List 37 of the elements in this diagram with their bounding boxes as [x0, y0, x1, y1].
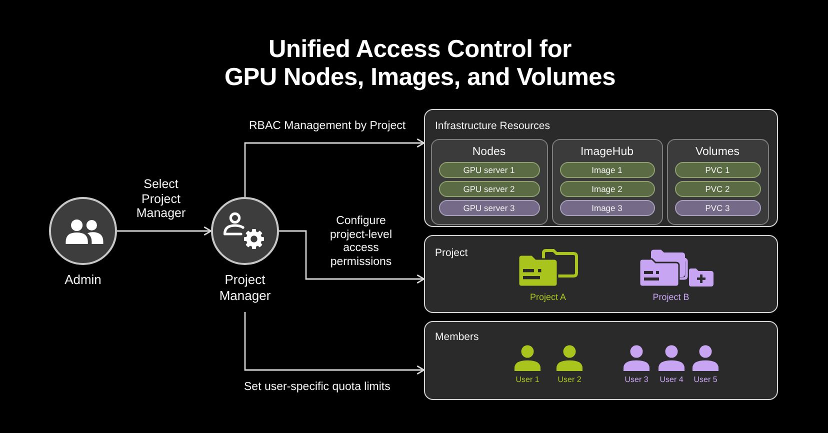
- panel-heading: Infrastructure Resources: [435, 120, 550, 132]
- resource-item: PVC 1: [674, 162, 760, 178]
- user-label: User 1: [514, 375, 540, 385]
- group-panel: [424, 321, 778, 400]
- arrow: [279, 230, 425, 284]
- resource-item: GPU server 3: [438, 200, 540, 216]
- resource-item: PVC 3: [674, 200, 760, 216]
- diagram-title: Unified Access Control for GPU Nodes, Images, and Volumes: [223, 36, 617, 92]
- group-panel: [424, 109, 778, 227]
- panel-heading: Project: [435, 246, 468, 258]
- resource-item: GPU server 2: [438, 180, 540, 196]
- user-label: User 2: [556, 375, 582, 385]
- edge-label: Set user-specific quota limits: [244, 380, 390, 394]
- category-panel: [430, 138, 548, 224]
- arrow: [117, 226, 212, 236]
- arrow: [244, 312, 425, 375]
- resource-item: PVC 2: [674, 180, 760, 196]
- node-label: Project Manager: [218, 272, 272, 304]
- panel-heading: Members: [435, 330, 479, 342]
- category-heading: Nodes: [471, 144, 507, 158]
- user-label: User 5: [692, 375, 718, 385]
- category-panel: [552, 138, 662, 224]
- arrow: [244, 138, 425, 197]
- category-panel: [666, 138, 768, 224]
- group-panel: [424, 235, 778, 313]
- resource-item: Image 2: [560, 180, 654, 196]
- user-label: User 4: [658, 375, 684, 385]
- edge-label: RBAC Management by Project: [249, 119, 406, 133]
- resource-item: Image 1: [560, 162, 654, 178]
- project-label: Project B: [652, 292, 690, 302]
- user-label: User 3: [624, 375, 650, 385]
- resource-item: GPU server 1: [438, 162, 540, 178]
- category-heading: Volumes: [694, 144, 741, 158]
- node-label: Admin: [64, 272, 102, 288]
- category-heading: ImageHub: [579, 144, 635, 158]
- resource-item: Image 3: [560, 200, 654, 216]
- project-label: Project A: [528, 292, 568, 302]
